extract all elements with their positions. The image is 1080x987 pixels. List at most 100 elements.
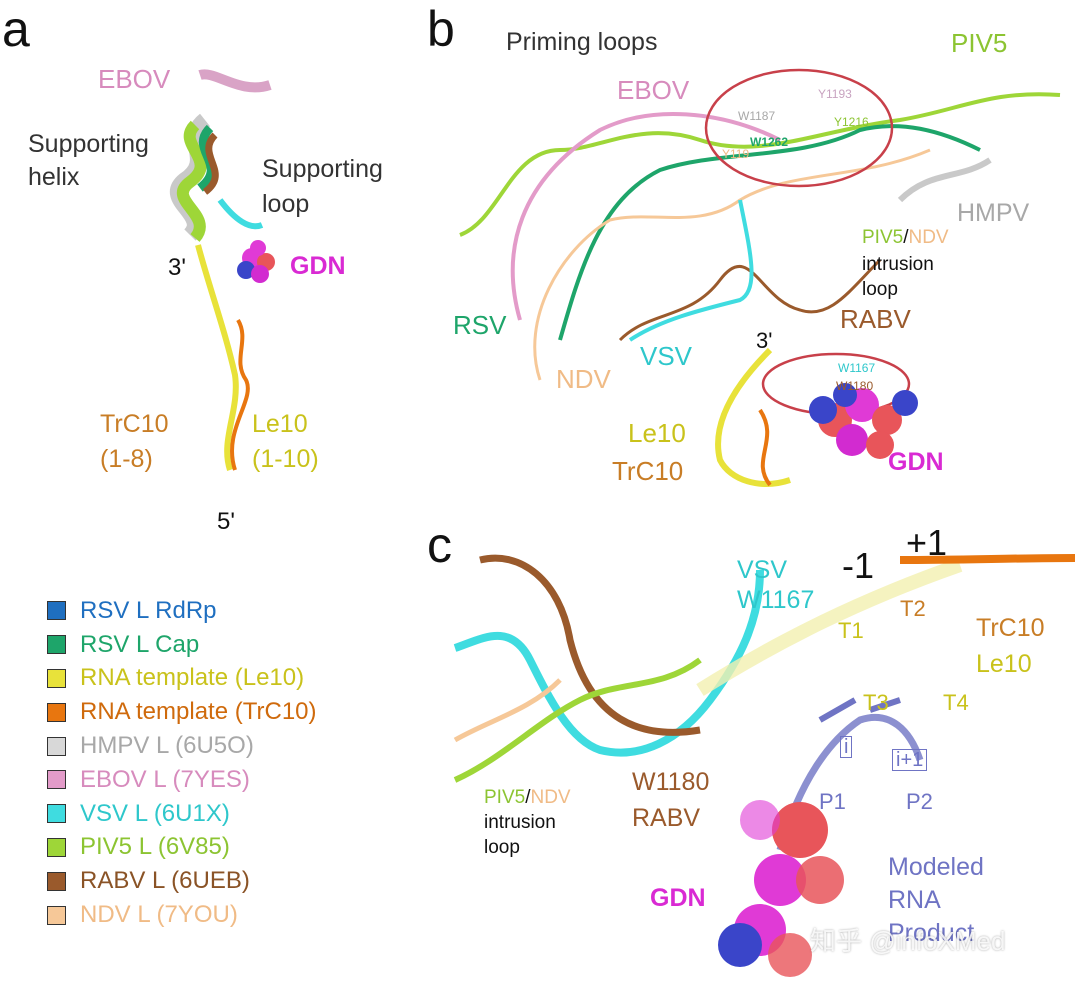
panel-a-gdn-label: GDN <box>290 252 346 280</box>
panel-b-rsv-label: RSV <box>453 310 507 340</box>
legend-label: VSV L (6U1X) <box>80 799 230 827</box>
legend-item: RSV L Cap <box>47 628 317 662</box>
panel-b-y1216: Y1216 <box>834 115 869 129</box>
legend-item: EBOV L (7YES) <box>47 763 317 797</box>
legend-item: RNA template (TrC10) <box>47 695 317 729</box>
panel-c-intrusion-slash: / <box>525 787 531 808</box>
panel-b-w1180: W1180 <box>836 379 874 393</box>
legend-swatch <box>47 635 66 655</box>
legend-item: RSV L RdRp <box>47 594 317 628</box>
panel-b-intrusion-label-2: intrusion <box>862 254 934 275</box>
legend-swatch <box>47 905 66 925</box>
panel-c-modeled-1: Modeled <box>888 853 984 881</box>
panel-b-w1262: W1262 <box>750 135 789 149</box>
panel-a-le10-label: Le10 <box>252 410 308 438</box>
panel-c-w1180-label: W1180 <box>632 768 710 796</box>
panel-b-vsv-label: VSV <box>640 341 693 371</box>
legend-swatch <box>47 770 66 790</box>
panel-b-rabv-label: RABV <box>840 304 911 334</box>
panel-a-le10-range: (1-10) <box>252 445 319 473</box>
legend-swatch <box>47 837 66 857</box>
panel-c-minus1: -1 <box>842 545 875 586</box>
panel-b-trc10-label: TrC10 <box>612 456 684 486</box>
panel-c-rabv-label: RABV <box>632 804 701 832</box>
panel-b-priming-loops: Priming loops <box>506 28 658 56</box>
panel-b-ndv-label: NDV <box>556 364 611 394</box>
panel-c-p1: P1 <box>819 789 846 814</box>
panel-c-modeled-2: RNA <box>888 886 941 914</box>
panel-c-vsv-label: VSV <box>737 556 788 584</box>
panel-c-gdn-label: GDN <box>650 884 706 912</box>
panel-b-letter: b <box>427 1 455 57</box>
panel-a-supporting-helix-2: helix <box>28 163 80 191</box>
panel-a-three-prime: 3' <box>168 254 186 281</box>
panel-c-intrusion-label-2: intrusion <box>484 812 556 833</box>
watermark: 知乎 @infoXMed <box>810 926 1006 956</box>
legend-label: RNA template (TrC10) <box>80 698 317 726</box>
panel-b-piv5-label: PIV5 <box>951 28 1008 58</box>
legend-label: EBOV L (7YES) <box>80 765 250 793</box>
panel-a-ebov-label: EBOV <box>98 64 171 94</box>
panel-c-le10-label: Le10 <box>976 650 1032 678</box>
legend-swatch <box>47 601 66 621</box>
panel-b-y119x: Y119 <box>722 147 750 161</box>
panel-b-intrusion-piv5: PIV5 <box>862 227 904 248</box>
panel-b-intrusion-slash: / <box>903 227 909 248</box>
legend-label: PIV5 L (6V85) <box>80 833 230 861</box>
panel-c-t3: T3 <box>863 690 889 715</box>
panel-c-i-plus-1-label: i+1 <box>892 749 928 771</box>
panel-a-supporting-loop-1: Supporting <box>262 155 383 183</box>
legend-swatch <box>47 702 66 722</box>
panel-c-intrusion-label-3: loop <box>484 837 520 858</box>
panel-b-w1167: W1167 <box>838 361 876 375</box>
panel-c-w1167-label: W1167 <box>737 586 815 614</box>
panel-c-letter: c <box>427 517 452 573</box>
panel-c-intrusion-piv5: PIV5 <box>484 787 526 808</box>
legend-label: RSV L Cap <box>80 630 200 658</box>
panel-c-t1: T1 <box>838 618 864 643</box>
legend-label: HMPV L (6U5O) <box>80 732 254 760</box>
legend-swatch <box>47 736 66 756</box>
legend-item: HMPV L (6U5O) <box>47 729 317 763</box>
panel-c-t2: T2 <box>900 596 926 621</box>
panel-a-supporting-helix-1: Supporting <box>28 130 149 158</box>
panel-b-intrusion-ndv: NDV <box>908 227 949 248</box>
panel-a-five-prime: 5' <box>217 508 235 535</box>
panel-a-letter: a <box>2 1 30 57</box>
panel-b-le10-label: Le10 <box>628 418 686 448</box>
legend-label: RABV L (6UEB) <box>80 867 250 895</box>
panel-c-intrusion-label-1: PIV5/NDV <box>484 788 571 807</box>
panel-a-structure <box>169 69 275 471</box>
legend-swatch <box>47 668 66 688</box>
panel-b-three-prime: 3' <box>756 328 773 353</box>
panel-b-y1193: Y1193 <box>818 87 852 101</box>
panel-b-ebov-label: EBOV <box>617 75 690 105</box>
panel-c-intrusion-ndv: NDV <box>530 787 571 808</box>
panel-b-intrusion-label-3: loop <box>862 279 898 300</box>
legend-swatch <box>47 871 66 891</box>
panel-c-modeled-3: Product <box>888 919 975 947</box>
panel-b-hmpv-label: HMPV <box>957 199 1030 227</box>
panel-b-structure <box>459 68 1061 487</box>
legend-item: PIV5 L (6V85) <box>47 831 317 865</box>
panel-a-supporting-loop-2: loop <box>262 190 310 218</box>
panel-c-i-label: i <box>840 736 853 758</box>
legend-item: RABV L (6UEB) <box>47 864 317 898</box>
legend-swatch <box>47 804 66 824</box>
panel-b-intrusion-label-1: PIV5/NDV <box>862 228 949 247</box>
panel-c-t4: T4 <box>943 690 969 715</box>
panel-c-trc10-label: TrC10 <box>976 614 1045 642</box>
legend-item: NDV L (7YOU) <box>47 898 317 932</box>
legend-label: RSV L RdRp <box>80 596 217 624</box>
panel-a-trc10-label: TrC10 <box>100 410 169 438</box>
panel-c-plus1: +1 <box>906 522 948 563</box>
legend-item: RNA template (Le10) <box>47 662 317 696</box>
panel-a-trc10-range: (1-8) <box>100 445 153 473</box>
legend-item: VSV L (6U1X) <box>47 797 317 831</box>
legend-label: NDV L (7YOU) <box>80 901 238 929</box>
panel-c-p2: P2 <box>906 789 933 814</box>
legend-label: RNA template (Le10) <box>80 664 305 692</box>
panel-c-structure <box>453 554 1076 977</box>
